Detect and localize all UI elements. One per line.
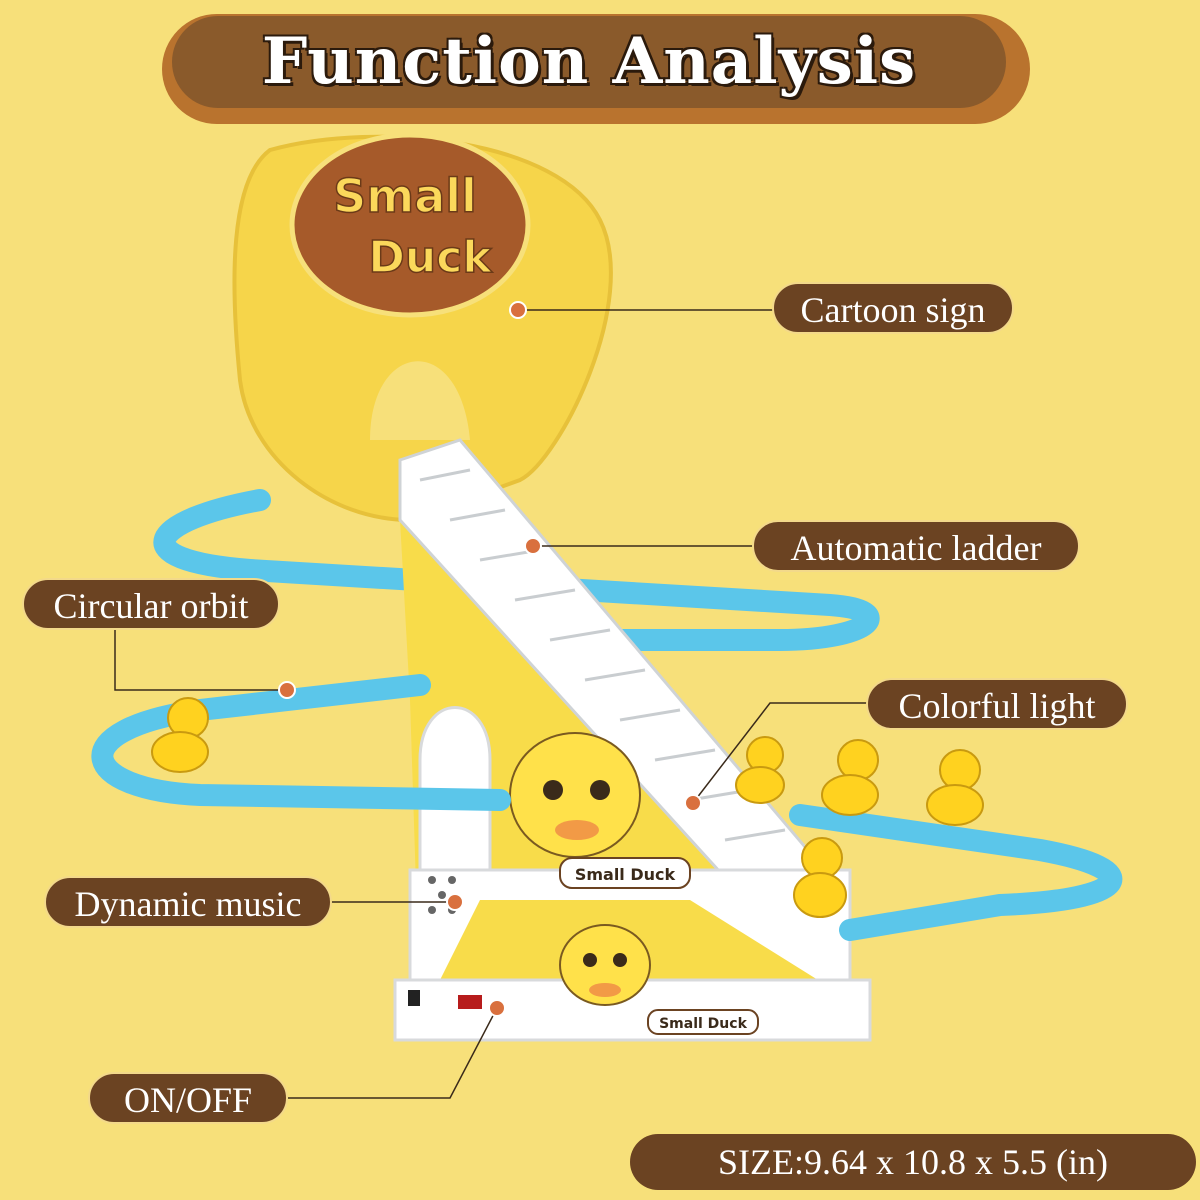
base-text-1: Small Duck <box>575 865 676 884</box>
base-text-2: Small Duck <box>659 1016 747 1032</box>
sign-text-small: Small <box>333 169 477 223</box>
size-label: SIZE:9.64 x 10.8 x 5.5 (in) <box>630 1134 1196 1190</box>
label-on-off: ON/OFF <box>88 1072 288 1124</box>
power-switch <box>458 995 482 1009</box>
label-circular-orbit: Circular orbit <box>22 578 280 630</box>
sign-oval <box>289 132 531 318</box>
label-colorful-light: Colorful light <box>866 678 1128 730</box>
label-dynamic-music: Dynamic music <box>44 876 332 928</box>
sign-text-duck: Duck <box>368 232 493 283</box>
track-lower <box>91 674 1123 941</box>
duck-face-base-icon <box>559 924 651 1006</box>
label-automatic-ladder: Automatic ladder <box>752 520 1080 572</box>
page-title: Function Analysis <box>261 24 917 99</box>
label-cartoon-sign: Cartoon sign <box>772 282 1014 334</box>
base-platform <box>393 978 872 1042</box>
duck-figures <box>151 697 984 918</box>
callout-dots <box>278 301 702 1017</box>
track-upper <box>153 489 880 651</box>
title-banner-inner <box>172 16 1006 108</box>
